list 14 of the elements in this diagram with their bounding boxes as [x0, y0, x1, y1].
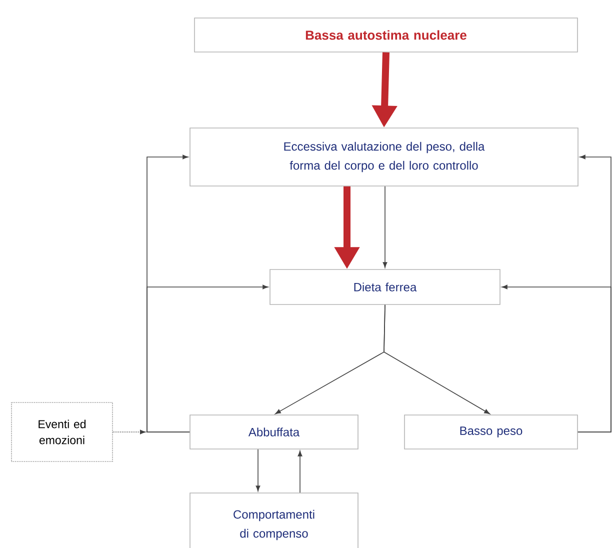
arrow — [382, 186, 388, 268]
arrow — [502, 284, 612, 432]
arrow — [384, 304, 490, 414]
process-box: Comportamenti di compenso — [190, 492, 358, 548]
title-box: Bassa autostima nucleare — [194, 18, 578, 52]
input-box: Eventi ed emozioni — [11, 402, 113, 462]
process-box: Eccessiva valutazione del peso, della forma del corpo e del loro controllo — [190, 128, 578, 186]
arrow — [112, 430, 146, 434]
process-box: Dieta ferrea — [270, 269, 500, 305]
arrow — [146, 284, 268, 432]
process-box: Abbuffata — [190, 414, 358, 450]
arrow — [256, 449, 260, 492]
arrow — [298, 450, 302, 493]
process-box: Basso peso — [404, 414, 578, 450]
